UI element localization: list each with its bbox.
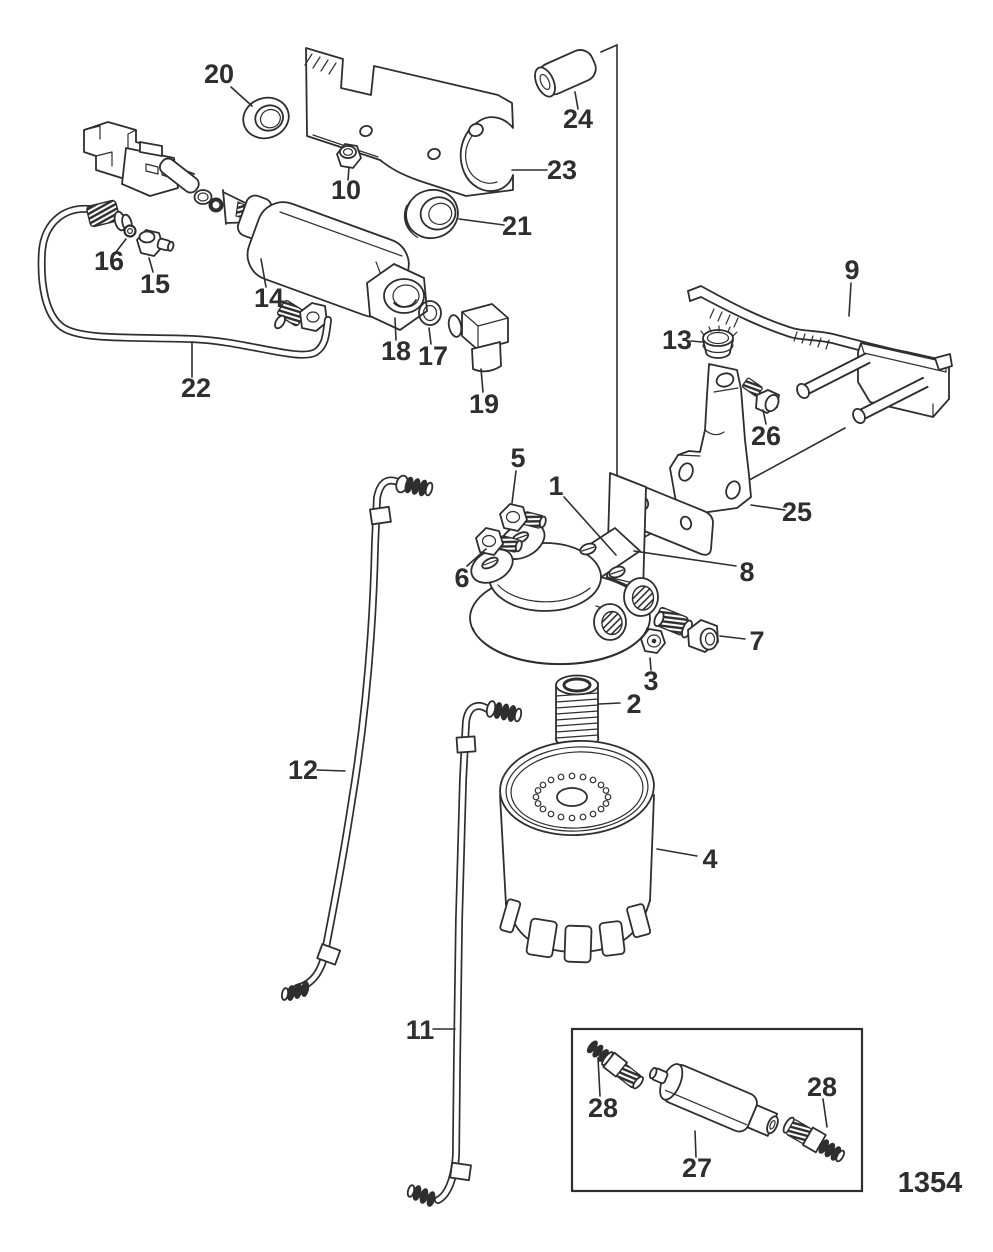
page-number: 1354 bbox=[898, 1167, 963, 1199]
threaded-nipple bbox=[555, 674, 600, 749]
grommet-lower bbox=[403, 188, 459, 240]
locknut-10 bbox=[336, 143, 362, 169]
inline-fuel-filter bbox=[648, 1063, 779, 1137]
callout-18: 18 bbox=[381, 336, 411, 366]
callout-10: 10 bbox=[331, 175, 361, 205]
callout-27: 27 bbox=[682, 1153, 712, 1183]
port-fitting-5 bbox=[499, 503, 547, 532]
pump-outlet-nut bbox=[366, 263, 428, 331]
callout-6: 6 bbox=[454, 563, 469, 593]
check-valve-fitting bbox=[136, 229, 175, 257]
callout-7: 7 bbox=[749, 626, 764, 656]
reference-line-vertical bbox=[600, 43, 618, 553]
callout-21: 21 bbox=[502, 211, 532, 241]
fuel-hose-straight bbox=[406, 700, 523, 1207]
callout-25: 25 bbox=[782, 497, 812, 527]
spacer-sleeve bbox=[534, 49, 597, 98]
callout-14: 14 bbox=[254, 283, 284, 313]
bracket-hole bbox=[359, 124, 373, 138]
bracket-slot bbox=[678, 462, 694, 482]
barb-fitting-right bbox=[782, 1116, 845, 1163]
bracket-hole bbox=[468, 122, 484, 138]
pump-inlet-fitting bbox=[274, 299, 328, 332]
callout-17: 17 bbox=[418, 341, 448, 371]
mounting-stud bbox=[852, 376, 929, 425]
hose-thread-fitting bbox=[86, 199, 121, 228]
callout-5: 5 bbox=[510, 443, 525, 473]
grommet-upper bbox=[242, 96, 290, 140]
hex-bolt bbox=[741, 377, 780, 414]
bracket-slot bbox=[725, 480, 741, 500]
pump-spring bbox=[159, 157, 200, 194]
callout-1: 1 bbox=[548, 471, 563, 501]
canister-perforations bbox=[532, 772, 612, 822]
flange-nut bbox=[700, 325, 738, 359]
callout-2: 2 bbox=[626, 689, 641, 719]
callout-23: 23 bbox=[547, 155, 577, 185]
leader-lines bbox=[115, 86, 852, 1158]
callout-11: 11 bbox=[406, 1015, 435, 1045]
valve-disc-detail bbox=[197, 192, 209, 202]
callout-16: 16 bbox=[94, 246, 124, 276]
inset-box bbox=[570, 1027, 864, 1193]
outlet-o-ring bbox=[418, 300, 442, 326]
callout-24: 24 bbox=[563, 104, 593, 134]
inlet-fitting-large bbox=[653, 606, 719, 653]
callout-20: 20 bbox=[204, 59, 234, 89]
callout-12: 12 bbox=[288, 755, 318, 785]
pump-bracket bbox=[304, 47, 514, 197]
support-bracket-25 bbox=[669, 363, 752, 515]
bracket-hole bbox=[715, 372, 735, 388]
small-o-ring bbox=[123, 224, 137, 238]
callout-3: 3 bbox=[643, 666, 658, 696]
callout-9: 9 bbox=[844, 255, 859, 285]
valve-disc bbox=[193, 189, 213, 205]
callout-19: 19 bbox=[469, 389, 499, 419]
valve-seat-ring bbox=[208, 197, 224, 213]
barb-fitting-left bbox=[586, 1040, 644, 1090]
fuel-hose-long bbox=[280, 474, 434, 1001]
port-fitting-6 bbox=[475, 527, 523, 556]
fuel-hose-loop bbox=[37, 199, 332, 359]
drain-plug bbox=[640, 628, 666, 654]
callout-28-right: 28 bbox=[807, 1072, 837, 1102]
fuel-filter-canister bbox=[499, 739, 655, 964]
callout-22: 22 bbox=[181, 373, 211, 403]
callout-26: 26 bbox=[751, 421, 781, 451]
callout-15: 15 bbox=[140, 269, 170, 299]
callout-8: 8 bbox=[739, 557, 754, 587]
mounting-stud bbox=[796, 352, 871, 400]
callout-28-left: 28 bbox=[588, 1093, 618, 1123]
outlet-elbow-fitting bbox=[447, 303, 509, 373]
callout-13: 13 bbox=[662, 325, 692, 355]
bracket-hole bbox=[427, 147, 441, 161]
callout-4: 4 bbox=[702, 844, 717, 874]
filter-head bbox=[469, 472, 659, 666]
